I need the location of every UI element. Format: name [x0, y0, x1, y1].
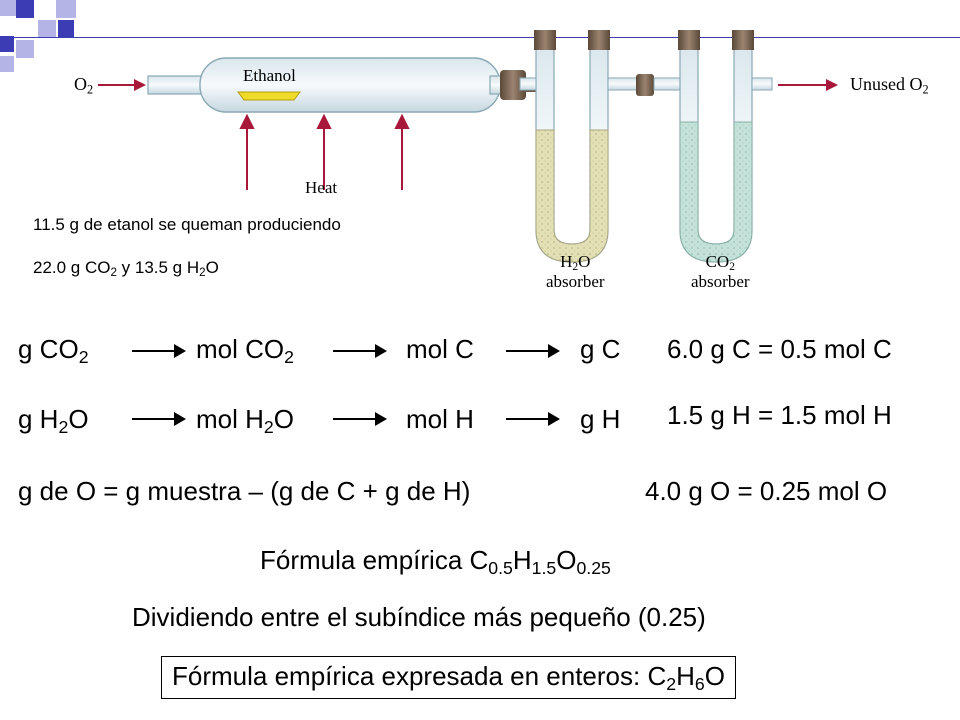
heat-label: Heat	[305, 178, 338, 197]
co2-absorber-label: CO2 absorber	[691, 252, 750, 291]
unused-o2-label: Unused O2	[850, 74, 929, 97]
combustion-tube	[147, 75, 209, 95]
empirical-formula: Fórmula empírica C0.5H1.5O0.25	[260, 545, 611, 578]
hydrogen-step-g-h2o: g H2O	[18, 404, 89, 437]
statement-line-1: 11.5 g de etanol se queman produciendo	[33, 215, 341, 234]
h2o-absorber-label: H2O absorber	[546, 252, 605, 291]
hydrogen-arrow-2	[333, 412, 387, 426]
header-rule	[0, 37, 960, 38]
carbon-step-mol-co2: mol CO2	[196, 334, 294, 367]
hydrogen-step-g-h: g H	[580, 404, 621, 434]
h2o-absorber-tube	[519, 30, 610, 263]
carbon-result: 6.0 g C = 0.5 mol C	[667, 334, 892, 364]
carbon-arrow-1	[132, 344, 186, 358]
carbon-step-g-co2: g CO2	[18, 334, 89, 367]
o2-inlet-label: O2	[74, 74, 94, 97]
combustion-apparatus	[98, 30, 838, 263]
divide-statement: Dividiendo entre el subíndice más pequeñ…	[132, 602, 706, 632]
unused-o2-arrow	[778, 79, 838, 91]
carbon-arrow-2	[333, 344, 387, 358]
carbon-arrow-3	[506, 344, 560, 358]
carbon-step-g-c: g C	[580, 334, 621, 364]
hydrogen-arrow-1	[132, 412, 186, 426]
ethanol-label: Ethanol	[243, 66, 296, 85]
middle-connector	[636, 74, 654, 96]
heat-arrows	[239, 113, 410, 190]
oxygen-equation: g de O = g muestra – (g de C + g de H)	[18, 476, 471, 506]
statement-line-2: 22.0 g CO2 y 13.5 g H2O	[33, 258, 219, 280]
hydrogen-result: 1.5 g H = 1.5 mol H	[667, 400, 892, 430]
carbon-step-mol-c: mol C	[406, 334, 474, 364]
ethanol-boat	[237, 91, 301, 101]
hydrogen-step-mol-h: mol H	[406, 404, 474, 434]
hydrogen-arrow-3	[506, 412, 560, 426]
oxygen-result: 4.0 g O = 0.25 mol O	[645, 476, 888, 506]
co2-absorber-tube	[678, 30, 773, 263]
o2-inlet-arrow	[98, 79, 146, 91]
final-formula-box: Fórmula empírica expresada en enteros: C…	[161, 656, 736, 699]
hydrogen-step-mol-h2o: mol H2O	[196, 404, 294, 437]
